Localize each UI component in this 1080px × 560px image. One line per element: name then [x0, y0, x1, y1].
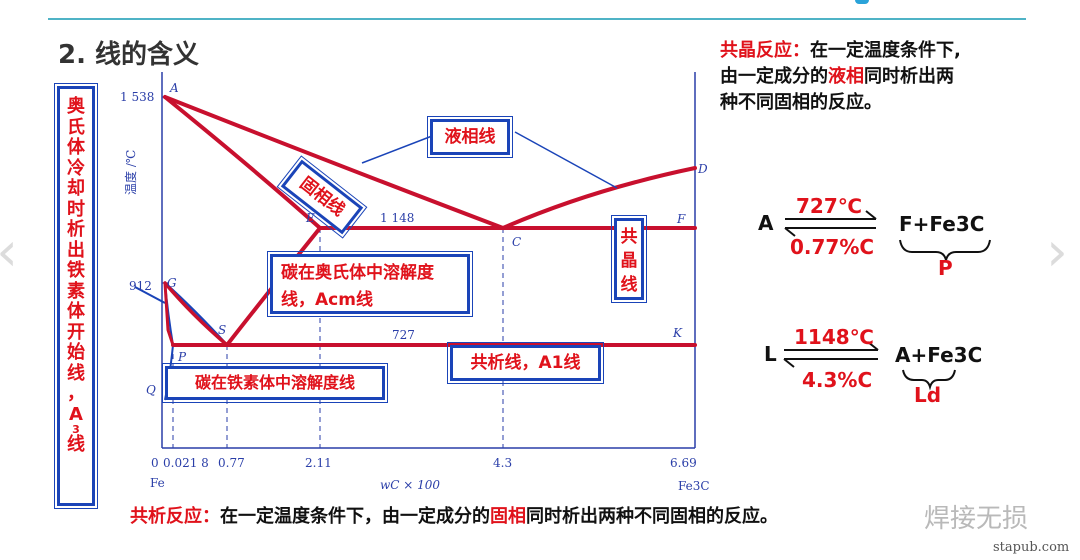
- vertical-label-char: 却: [67, 178, 85, 199]
- reaction2-carbon: 4.3%C: [802, 368, 872, 392]
- x-tick-211: 2.11: [305, 456, 332, 470]
- liquidus-label: 液相线: [427, 116, 513, 158]
- reaction2-right: A+Fe3C: [895, 343, 982, 367]
- gs-red: [163, 281, 229, 347]
- point-s: S: [218, 323, 226, 337]
- eutectic-term: 共晶反应: [720, 40, 792, 61]
- point-a: A: [169, 81, 179, 95]
- eutectoid-term: 共析反应: [130, 506, 202, 527]
- vertical-label-char: 线: [67, 434, 85, 455]
- vertical-label-char: ，: [67, 383, 85, 404]
- next-slide-icon[interactable]: ›: [1046, 220, 1068, 283]
- eutectic-definition: 共晶反应：在一定温度条件下, 由一定成分的液相同时析出两 种不同固相的反应。: [720, 40, 961, 113]
- x-tick-00218: 0.021 8: [163, 456, 209, 470]
- vertical-label-char: 析: [67, 219, 85, 240]
- brace-ld: [902, 369, 956, 391]
- point-k: K: [672, 326, 683, 340]
- a1-line-label: 共析线，A1线: [447, 342, 604, 384]
- vertical-label-char: 素: [67, 280, 85, 302]
- acm-line: [225, 226, 322, 347]
- ferrite-solubility-label: 碳在铁素体中溶解度线: [162, 363, 388, 403]
- x-tick-077: 0.77: [218, 456, 245, 470]
- vertical-label-char: 线: [67, 362, 85, 384]
- vertical-label-char: 冷: [67, 157, 85, 179]
- x-tick-669: 6.69: [670, 456, 697, 470]
- point-q: Q: [146, 383, 156, 397]
- vertical-label-char: A: [69, 403, 83, 425]
- brace-p: [899, 239, 991, 261]
- vertical-label-char: 奥: [67, 96, 85, 117]
- point-f: F: [676, 212, 686, 226]
- gp-red: [163, 281, 175, 347]
- vertical-label-char: 体: [67, 301, 85, 322]
- reaction1-carbon: 0.77%C: [790, 235, 874, 259]
- reaction1-left: A: [758, 211, 774, 235]
- x-end-fe3c: Fe3C: [678, 479, 710, 493]
- vertical-label-char: 铁: [67, 260, 85, 281]
- reaction2-left: L: [764, 342, 777, 366]
- reaction1-product: P: [938, 256, 953, 280]
- x-tick-0: 0: [151, 456, 159, 470]
- eutectic-line-label: 共晶线: [611, 215, 647, 303]
- liquidus-ac: [163, 95, 505, 230]
- vertical-label-char: 始: [67, 342, 85, 363]
- y-axis-label: 温度 /℃: [123, 150, 138, 195]
- reaction2-product: Ld: [914, 383, 941, 407]
- y-tick-1538: 1 538: [120, 90, 154, 104]
- eutectic-reaction: [783, 341, 956, 391]
- reaction1-temp: 727℃: [796, 194, 862, 218]
- g-pointer: [134, 286, 166, 304]
- vertical-label-char: 3: [72, 423, 80, 436]
- watermark-text: 焊接无损: [924, 504, 1029, 534]
- solid-phase-highlight: 固相: [490, 506, 526, 527]
- y-tick-912: 912: [129, 279, 152, 293]
- eutectoid-definition: 共析反应：在一定温度条件下，由一定成分的固相同时析出两种不同固相的反应。: [130, 506, 778, 527]
- point-p: P: [177, 350, 187, 364]
- slide-title: 2. 线的含义: [58, 40, 200, 70]
- solidus-ae: [163, 95, 322, 230]
- liquid-phase-highlight: 液相: [828, 66, 864, 87]
- x-axis-label: wC × 100: [380, 478, 440, 492]
- x-tick-43: 4.3: [493, 456, 512, 470]
- eutectic-temp: 1 148: [380, 211, 414, 225]
- eutectoid-temp: 727: [392, 328, 415, 342]
- acm-line-label: 碳在奥氏体中溶解度线，Acm线: [267, 251, 473, 317]
- vertical-label-char: 开: [67, 321, 85, 343]
- vertical-label-char: 体: [67, 137, 85, 158]
- reaction1-right: F+Fe3C: [899, 212, 984, 236]
- header-rule: [48, 18, 1026, 20]
- point-c: C: [512, 235, 521, 249]
- vertical-label-char: 氏: [67, 116, 85, 138]
- point-d: D: [697, 162, 708, 176]
- point-g: G: [167, 276, 177, 290]
- watermark-site: stapub.com: [993, 540, 1070, 555]
- vertical-label-char: 时: [67, 198, 85, 220]
- eutectoid-reaction: [784, 210, 991, 261]
- reaction2-temp: 1148℃: [794, 325, 874, 349]
- liquidus-cd: [501, 166, 697, 230]
- x-end-fe: Fe: [150, 476, 165, 490]
- point-e: E: [305, 211, 315, 225]
- prev-slide-icon[interactable]: ‹: [0, 222, 24, 282]
- header-decoration: [855, 0, 869, 4]
- vertical-label-char: 出: [67, 239, 85, 261]
